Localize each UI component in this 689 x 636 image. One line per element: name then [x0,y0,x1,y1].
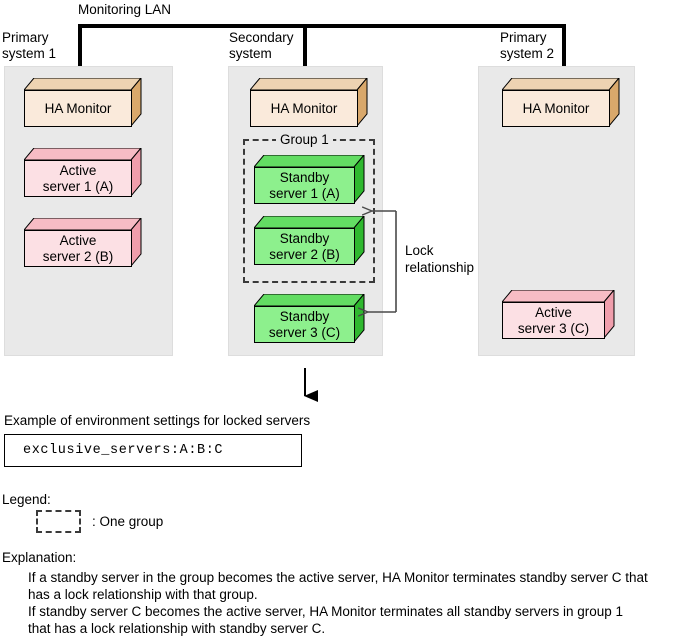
box-label-line2: server 1 (A) [269,185,340,201]
lock-relationship-label-line2: relationship [405,260,475,275]
explanation-line-2: has a lock relationship with that group. [28,587,258,602]
legend-item-label: : One group [92,514,164,529]
primary-system-1-title-line1: Primary [2,30,49,45]
box-label-line1: Standby [279,169,330,185]
group-1-label: Group 1 [276,132,333,147]
box-label-line2: server 3 (C) [268,324,341,340]
lock-relationship-label-line1: Lock [405,243,434,258]
secondary-system-title-line1: Secondary [229,30,294,45]
box-label-line1: HA Monitor [270,100,338,116]
config-value-text: exclusive_servers:A:B:C [23,443,224,458]
box-label-line1: Standby [279,308,330,324]
box-label-line1: HA Monitor [44,100,112,116]
secondary-system-title-line2: system [229,46,272,61]
primary-system-1-title-line2: system 1 [2,46,57,61]
box-label-line2: server 2 (B) [42,248,114,264]
explanation-line-1: If a standby server in the group becomes… [28,570,648,585]
box-label-line1: Active [59,162,97,178]
legend-heading: Legend: [2,492,51,507]
primary-system-2-title-line1: Primary [500,30,547,45]
box-label-line1: Active [535,304,572,320]
box-label-line2: server 3 (C) [517,320,590,336]
lan-bus-horizontal [78,24,566,28]
box-label-line1: Active [59,232,97,248]
primary-system-2-title-line2: system 2 [500,46,555,61]
box-label-line2: server 1 (A) [42,178,114,194]
lan-drop-primary-1 [78,24,82,68]
box-label-line1: HA Monitor [522,100,590,116]
lan-drop-secondary [303,24,307,68]
explanation-line-3: If standby server C becomes the active s… [28,604,624,619]
box-label-line2: server 2 (B) [269,246,340,262]
monitoring-lan-label: Monitoring LAN [78,2,172,17]
settings-caption: Example of environment settings for lock… [4,413,311,428]
lan-drop-primary-2 [562,24,566,68]
config-value-box: exclusive_servers:A:B:C [4,434,302,467]
box-label-line1: Standby [279,230,330,246]
explanation-heading: Explanation: [2,550,77,565]
legend-group-swatch [36,510,81,533]
explanation-line-4: that has a lock relationship with standb… [28,621,326,636]
